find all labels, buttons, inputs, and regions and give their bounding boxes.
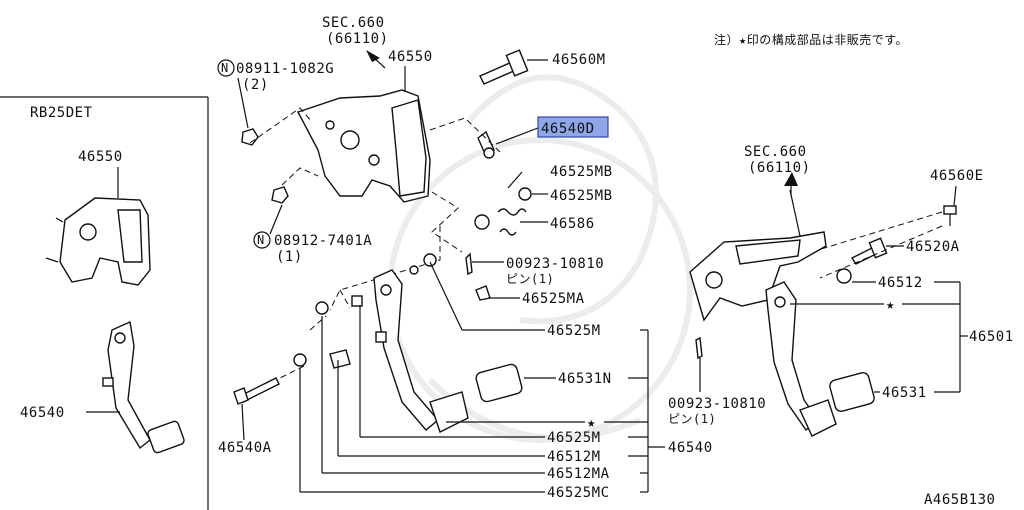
star-mid: ★	[587, 415, 596, 431]
label-46501: 46501	[969, 329, 1014, 345]
variant-panel-frame	[0, 96, 209, 510]
star-right: ★	[886, 297, 895, 313]
label-46525mb-a: 46525MB	[550, 164, 613, 180]
n-mark-icon	[217, 59, 235, 77]
label-08911-qty: (2)	[242, 77, 269, 93]
label-46586: 46586	[550, 216, 595, 232]
n-mark-glyph: N	[257, 233, 265, 247]
label-00923-a-sub: ピン(1)	[506, 272, 554, 286]
label-sec-right: SEC.660	[744, 144, 807, 160]
highlight-46540d[interactable]: 46540D	[537, 116, 609, 138]
label-46512: 46512	[878, 275, 923, 291]
label-46540a: 46540A	[218, 440, 272, 456]
label-00923-b-sub: ピン(1)	[668, 412, 716, 426]
label-46560e: 46560E	[930, 168, 984, 184]
label-46520a: 46520A	[906, 239, 960, 255]
pin-00923-a	[465, 252, 504, 276]
label-46550-top: 46550	[388, 49, 433, 65]
bracket-dash-lines	[249, 107, 501, 311]
right-bracket	[689, 189, 827, 322]
label-46560m: 46560M	[552, 52, 606, 68]
bolt-46540d	[477, 127, 539, 159]
label-46512ma: 46512MA	[547, 466, 610, 482]
label-08912: 08912-7401A	[274, 233, 372, 249]
n-mark-icon	[253, 231, 271, 249]
label-00923-a: 00923-10810	[506, 256, 604, 272]
label-08912-qty: (1)	[276, 249, 303, 265]
leader-lines-mid	[299, 261, 665, 493]
label-46531: 46531	[882, 385, 927, 401]
highlight-box	[537, 116, 609, 138]
label-46525mb-b: 46525MB	[550, 188, 613, 204]
label-sec-right-sub: (66110)	[748, 160, 811, 176]
bolt-46520a	[850, 237, 904, 265]
label-sec-left-sub: (66110)	[326, 31, 389, 47]
main-bracket	[296, 66, 431, 203]
label-46525m-b: 46525M	[547, 430, 601, 446]
label-46525mc: 46525MC	[547, 485, 610, 501]
label-46540-mid: 46540	[668, 440, 713, 456]
label-46512m: 46512M	[547, 449, 601, 465]
label-46540-left: 46540	[20, 405, 65, 421]
diagram-code: A465B130	[924, 492, 995, 508]
bushings-springs	[474, 171, 548, 236]
main-pedal	[373, 253, 523, 433]
rb25det-pedal	[86, 320, 185, 454]
bolt-46560m	[479, 49, 548, 85]
nuts-left	[237, 77, 289, 235]
label-46540d: 46540D	[541, 121, 595, 137]
label-sec-left: SEC.660	[322, 15, 385, 31]
rb25det-bracket	[45, 167, 151, 286]
bolt-46540a	[233, 377, 280, 441]
label-46531n: 46531N	[558, 371, 612, 387]
variant-label: RB25DET	[30, 105, 93, 121]
note-text: 注）★印の構成部品は非販売です。	[714, 32, 908, 47]
label-46550-left: 46550	[78, 149, 123, 165]
arrow-sec-right	[784, 172, 798, 196]
screw-46560e	[943, 185, 957, 226]
right-pedal	[765, 268, 875, 437]
pedal-small-parts	[247, 285, 491, 395]
leader-lines-right	[790, 281, 968, 393]
label-08911: 08911-1082G	[236, 61, 334, 77]
label-46525ma: 46525MA	[522, 291, 585, 307]
pin-00923-b	[695, 336, 703, 392]
right-dash-lines	[817, 211, 943, 279]
arrow-sec-left	[366, 50, 386, 69]
label-46525m-a: 46525M	[547, 323, 601, 339]
n-mark-glyph: N	[221, 61, 229, 75]
label-00923-b: 00923-10810	[668, 396, 766, 412]
